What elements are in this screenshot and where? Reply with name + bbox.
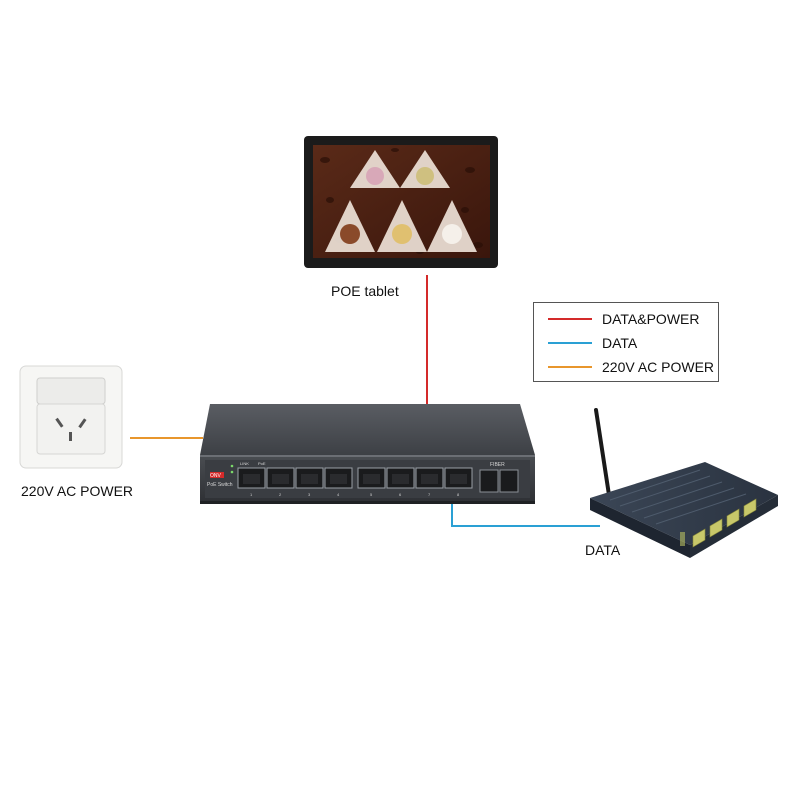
legend-swatch-blue [548,342,592,344]
switch-port-numbers: 1 2 3 4 5 6 7 8 [250,492,460,497]
port-number-8: 8 [457,492,460,497]
legend-text: DATA [602,335,638,351]
port-number-1: 1 [250,492,253,497]
switch-fiber-label: FIBER [490,462,505,468]
legend-text: 220V AC POWER [602,359,715,375]
router-data-label: DATA [585,542,621,558]
switch-poe-label: PoE [258,461,266,466]
poe-tablet-image [304,136,498,268]
port-number-7: 7 [428,492,431,497]
wall-outlet-image [19,365,123,469]
legend-item-data: DATA [548,333,637,353]
port-number-3: 3 [308,492,311,497]
port-number-2: 2 [279,492,282,497]
switch-link-label: LINK [240,461,249,466]
legend: DATA&POWER DATA 220V AC POWER [533,302,719,382]
switch-brand-label: ONV [210,473,222,479]
port-number-5: 5 [370,492,373,497]
legend-item-data-power: DATA&POWER [548,309,700,329]
legend-text: DATA&POWER [602,311,700,327]
legend-swatch-orange [548,366,592,368]
tablet-label: POE tablet [331,283,399,299]
port-number-4: 4 [337,492,340,497]
router-image [590,408,778,558]
port-number-6: 6 [399,492,402,497]
poe-switch-image [200,404,535,504]
legend-item-ac-power: 220V AC POWER [548,357,714,377]
outlet-label: 220V AC POWER [21,483,134,499]
legend-swatch-red [548,318,592,320]
switch-model-label: PoE Switch [207,482,233,488]
